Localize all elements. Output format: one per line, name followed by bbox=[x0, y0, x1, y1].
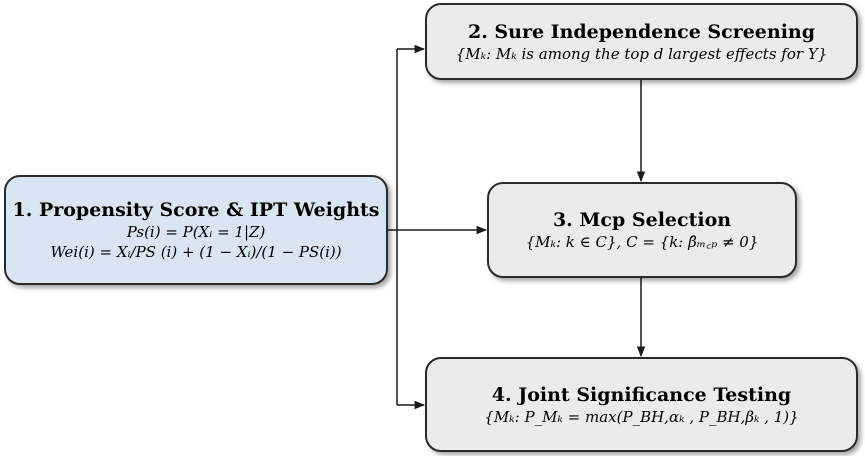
propensity-score-box: 1. Propensity Score & IPT Weights Ps(i) … bbox=[4, 175, 388, 285]
box1-formula-wei: Wei(i) = Xᵢ/PS (i) + (1 − Xᵢ)/(1 − PS(i)… bbox=[50, 243, 342, 261]
box4-formula: {Mₖ: P_Mₖ = max(P_BH,αₖ , P_BH,βₖ , 1)} bbox=[484, 407, 799, 426]
box1-formula-ps: Ps(i) = P(Xᵢ = 1|Z) bbox=[126, 223, 266, 241]
sure-independence-screening-box: 2. Sure Independence Screening {Mₖ: Mₖ i… bbox=[425, 3, 858, 80]
box2-title: 2. Sure Independence Screening bbox=[467, 20, 816, 43]
box3-title: 3. Mcp Selection bbox=[552, 209, 732, 231]
box2-formula: {Mₖ: Mₖ is among the top d largest effec… bbox=[455, 44, 828, 63]
box4-title: 4. Joint Significance Testing bbox=[491, 383, 792, 406]
box3-formula: {Mₖ: k ∈ C}, C = {k: β̂ₘ꜀ₚ ≠ 0} bbox=[525, 233, 759, 251]
joint-significance-testing-box: 4. Joint Significance Testing {Mₖ: P_Mₖ … bbox=[425, 357, 858, 452]
mcp-selection-box: 3. Mcp Selection {Mₖ: k ∈ C}, C = {k: β̂… bbox=[487, 182, 797, 278]
box1-title: 1. Propensity Score & IPT Weights bbox=[12, 199, 380, 221]
